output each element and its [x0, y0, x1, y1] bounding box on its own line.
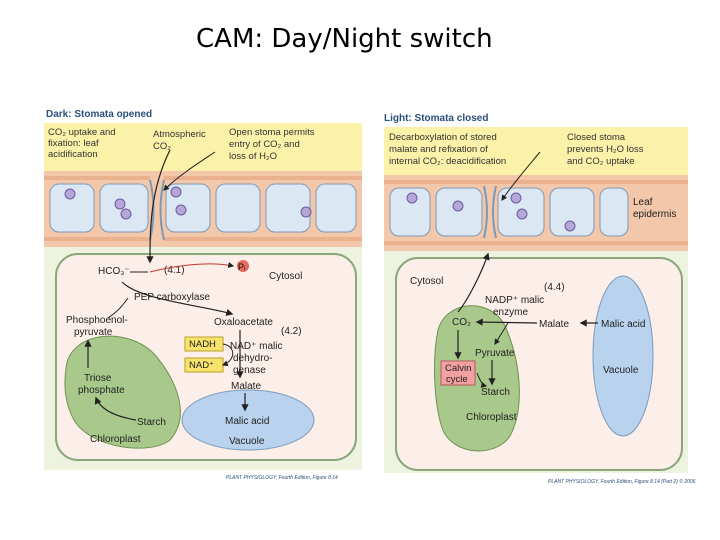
dark-co2-entry-arrow: [146, 149, 171, 264]
slide-title: CAM: Day/Night switch: [196, 24, 493, 54]
dark-malic-dehydrogenase-label: NAD⁺ malic dehydro- genase: [230, 341, 285, 376]
light-chloroplast-label: Chloroplast: [466, 412, 517, 423]
light-panel-header: Light: Stomata closed: [384, 113, 488, 124]
light-leaf-epidermis-label: Leaf epidermis: [633, 197, 676, 220]
light-note-closed-stoma: Closed stoma prevents H₂O loss and CO₂ u…: [567, 132, 646, 167]
light-malate-to-co2-arrow: [475, 318, 538, 326]
light-figure-credit: PLANT PHYSIOLOGY, Fourth Edition, Figure…: [548, 478, 696, 485]
dark-vacuole-label: Vacuole: [229, 436, 265, 447]
dark-pep-carboxylase-arrow: [121, 281, 234, 316]
light-co2-to-stoma-arrow: [457, 252, 490, 313]
dark-step-label-4-1: (4.1): [164, 265, 185, 276]
dark-hco3-label: HCO₃⁻: [98, 266, 130, 277]
dark-vacuole: [181, 389, 315, 451]
dark-panel-header: Dark: Stomata opened: [46, 109, 152, 120]
dark-malic-acid-label: Malic acid: [225, 416, 269, 427]
dark-note-band: [44, 123, 362, 171]
light-malate-label: Malate: [539, 319, 569, 330]
dark-note-pointer-arrow: [163, 151, 216, 191]
dark-starch-label: Starch: [137, 417, 166, 428]
light-calvin-cycle-box: [440, 360, 476, 386]
dark-chloroplast: [64, 335, 181, 449]
light-calvin-cycle-label: Calvin cycle: [445, 363, 474, 385]
dark-chloroplast-label: Chloroplast: [90, 434, 141, 445]
dark-nadh-label: NADH: [189, 339, 216, 350]
dark-nad-label: NAD⁺: [189, 360, 214, 371]
dark-step-label-4-2: (4.2): [281, 326, 302, 337]
light-closed-stoma-left: [483, 185, 488, 239]
dark-panel: Dark: Stomata opened CO₂ uptake and fixa…: [44, 105, 362, 481]
dark-oxaloacetate-label: Oxaloacetate: [214, 317, 273, 328]
light-closed-stoma-right: [492, 185, 497, 239]
light-co2-label: CO₂: [452, 317, 471, 328]
light-malic-acid-label: Malic acid: [601, 319, 645, 330]
dark-malate-label: Malate: [231, 381, 261, 392]
dark-pep-label: Phosphoenol- pyruvate: [66, 315, 131, 338]
dark-pep-carboxylase-label: PEP carboxylase: [134, 292, 210, 303]
light-pyruvate-label: Pyruvate: [475, 348, 515, 359]
light-cytosol-label: Cytosol: [410, 276, 443, 287]
light-step-label-4-4: (4.4): [544, 282, 565, 293]
light-vacuole-label: Vacuole: [603, 365, 639, 376]
dark-note-leaf-acidification: CO₂ uptake and fixation: leaf acidificat…: [48, 127, 118, 160]
dark-pi-marker: [237, 260, 249, 272]
light-note-decarboxylation: Decarboxylation of stored malate and ref…: [389, 132, 506, 167]
light-panel: Light: Stomata closed Decarboxylation of…: [384, 108, 696, 485]
light-vacuole: [592, 275, 654, 437]
dark-pi-label: Pᵢ: [238, 262, 245, 272]
dark-starch-to-triose-arrow: [94, 396, 137, 421]
light-note-pointer-arrow: [501, 151, 541, 201]
dark-note-atmospheric-co2: Atmospheric CO₂: [153, 129, 208, 152]
dark-figure-credit: PLANT PHYSIOLOGY, Fourth Edition, Figure…: [226, 475, 338, 481]
light-note-band: [384, 127, 688, 175]
light-nadp-malic-enzyme-label: NADP⁺ malic enzyme: [485, 295, 547, 318]
dark-note-open-stoma: Open stoma permits entry of CO₂ and loss…: [229, 127, 317, 162]
dark-cytosol-label: Cytosol: [269, 271, 302, 282]
light-starch-label: Starch: [481, 387, 510, 398]
dark-triose-phosphate-label: Triose phosphate: [78, 373, 125, 396]
